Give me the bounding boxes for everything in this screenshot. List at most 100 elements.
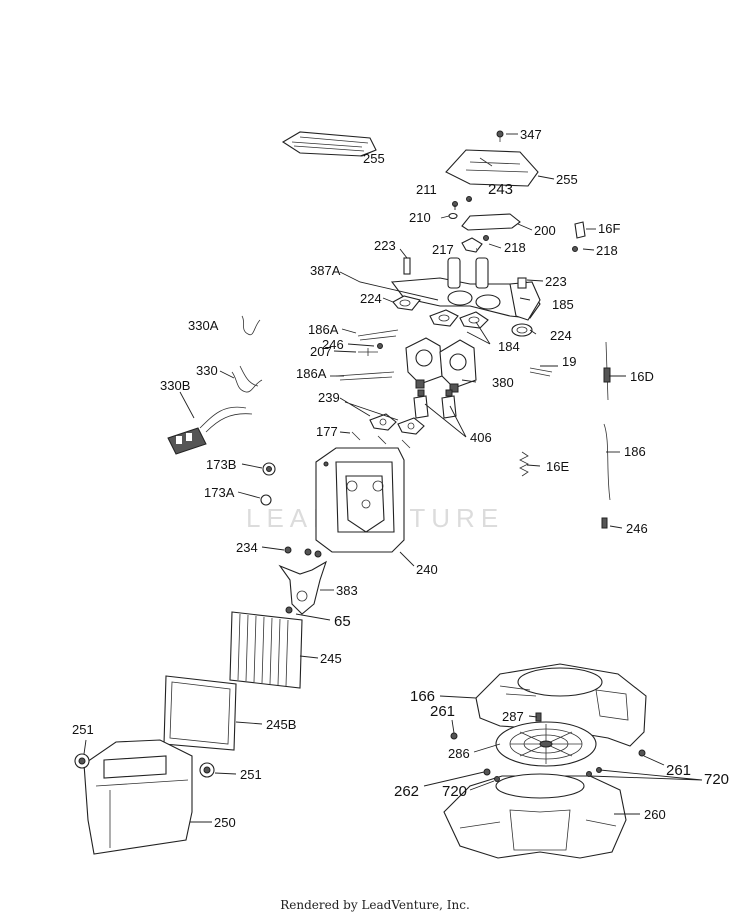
part-347-screw[interactable] bbox=[496, 130, 504, 142]
label-207: 207 bbox=[310, 344, 332, 359]
label-286: 286 bbox=[448, 746, 470, 761]
part-246-screw-lower[interactable] bbox=[601, 517, 608, 529]
part-243-screw[interactable] bbox=[466, 196, 472, 202]
label-250: 250 bbox=[214, 815, 236, 830]
part-185-intake-manifold[interactable] bbox=[390, 257, 541, 321]
part-234-nuts[interactable] bbox=[284, 546, 322, 558]
part-245B-precleaner[interactable] bbox=[163, 675, 237, 751]
part-186A-linkage-upper[interactable] bbox=[357, 329, 399, 341]
label-16F: 16F bbox=[598, 221, 620, 236]
label-330B: 330B bbox=[160, 378, 190, 393]
part-218-clip-left[interactable] bbox=[483, 235, 489, 241]
label-380: 380 bbox=[492, 375, 514, 390]
label-255-right: 255 bbox=[556, 172, 578, 187]
part-223-bolt-left[interactable] bbox=[403, 257, 411, 275]
part-261-screw-left[interactable] bbox=[450, 732, 458, 740]
part-173B-grommet[interactable] bbox=[262, 462, 276, 476]
part-245-air-filter[interactable] bbox=[229, 611, 303, 689]
label-239: 239 bbox=[318, 390, 340, 405]
label-218-left: 218 bbox=[504, 240, 526, 255]
label-177: 177 bbox=[316, 424, 338, 439]
label-173A: 173A bbox=[204, 485, 235, 500]
label-16D: 16D bbox=[630, 369, 654, 384]
part-330B-connector[interactable] bbox=[167, 406, 253, 455]
label-330: 330 bbox=[196, 363, 218, 378]
part-labels: 347 255 255 243 211 210 200 16F 217 218 … bbox=[72, 127, 729, 830]
label-224-right: 224 bbox=[550, 328, 572, 343]
label-261-left: 261 bbox=[430, 703, 455, 720]
leader-lines bbox=[83, 133, 703, 823]
part-200-bracket[interactable] bbox=[461, 213, 521, 231]
label-19: 19 bbox=[562, 354, 576, 369]
part-250-air-cleaner-cover[interactable] bbox=[83, 739, 193, 855]
label-210: 210 bbox=[409, 210, 431, 225]
label-262: 262 bbox=[394, 783, 419, 800]
part-262-screw[interactable] bbox=[483, 768, 491, 776]
part-19-link-rod[interactable] bbox=[529, 367, 553, 377]
part-330A-wire[interactable] bbox=[241, 315, 261, 336]
part-224-gasket-right[interactable] bbox=[511, 323, 533, 337]
part-380-carburetors[interactable] bbox=[405, 337, 477, 393]
label-186A-upper: 186A bbox=[308, 322, 339, 337]
label-720-right: 720 bbox=[704, 771, 729, 788]
part-186A-linkage-lower[interactable] bbox=[335, 371, 395, 381]
part-223-bolt-right[interactable] bbox=[517, 277, 527, 289]
part-240-air-cleaner-base[interactable] bbox=[315, 447, 405, 553]
label-218-right: 218 bbox=[596, 243, 618, 258]
label-260: 260 bbox=[644, 807, 666, 822]
part-330-wire-harness[interactable] bbox=[231, 365, 263, 393]
label-246-upper: 246 bbox=[322, 337, 344, 352]
label-255-left: 255 bbox=[363, 151, 385, 166]
part-261-screw-right[interactable] bbox=[638, 749, 646, 757]
part-186-rod[interactable] bbox=[603, 423, 611, 501]
label-347: 347 bbox=[520, 127, 542, 142]
part-210-washer[interactable] bbox=[448, 212, 458, 220]
label-245B: 245B bbox=[266, 717, 296, 732]
label-383: 383 bbox=[336, 583, 358, 598]
label-251-right: 251 bbox=[240, 767, 262, 782]
label-200: 200 bbox=[534, 223, 556, 238]
part-207-spring[interactable] bbox=[358, 348, 378, 356]
part-406-solenoids[interactable] bbox=[413, 389, 457, 419]
label-211: 211 bbox=[416, 182, 437, 197]
label-330A: 330A bbox=[188, 318, 219, 333]
part-246-screw-upper[interactable] bbox=[377, 343, 383, 349]
label-223-left: 223 bbox=[374, 238, 396, 253]
part-251-knob-left[interactable] bbox=[74, 753, 90, 769]
part-65-nut[interactable] bbox=[285, 606, 293, 614]
label-186A-lower: 186A bbox=[296, 366, 327, 381]
part-224-gasket-left[interactable] bbox=[392, 295, 421, 311]
part-16E-spring[interactable] bbox=[519, 451, 529, 477]
label-166: 166 bbox=[410, 688, 435, 705]
part-251-knob-right[interactable] bbox=[199, 762, 215, 778]
part-218-clip-right[interactable] bbox=[572, 246, 578, 252]
label-251-left: 251 bbox=[72, 722, 94, 737]
label-224-left: 224 bbox=[360, 291, 382, 306]
part-177-studs[interactable] bbox=[351, 431, 411, 449]
label-245: 245 bbox=[320, 651, 342, 666]
label-287: 287 bbox=[502, 709, 524, 724]
part-16D-rod[interactable] bbox=[603, 341, 611, 401]
label-246-lower: 246 bbox=[626, 521, 648, 536]
label-217: 217 bbox=[432, 242, 454, 257]
label-184: 184 bbox=[498, 339, 520, 354]
part-383-bracket[interactable] bbox=[278, 560, 327, 615]
label-16E: 16E bbox=[546, 459, 569, 474]
part-239-gaskets[interactable] bbox=[369, 413, 425, 435]
part-260-blower-base[interactable] bbox=[443, 773, 627, 859]
part-286-screen[interactable] bbox=[495, 721, 597, 767]
label-406: 406 bbox=[470, 430, 492, 445]
label-173B: 173B bbox=[206, 457, 236, 472]
footer-credit: Rendered by LeadVenture, Inc. bbox=[280, 898, 470, 912]
part-184-gaskets[interactable] bbox=[429, 309, 489, 329]
label-234: 234 bbox=[236, 540, 258, 555]
label-65: 65 bbox=[334, 613, 351, 630]
part-255-right-cover[interactable] bbox=[445, 149, 539, 187]
part-173A-grommet[interactable] bbox=[260, 494, 272, 506]
part-217-lever[interactable] bbox=[461, 237, 483, 253]
label-261-right: 261 bbox=[666, 762, 691, 779]
label-240: 240 bbox=[416, 562, 438, 577]
label-223-right: 223 bbox=[545, 274, 567, 289]
part-16F-link[interactable] bbox=[574, 221, 586, 239]
